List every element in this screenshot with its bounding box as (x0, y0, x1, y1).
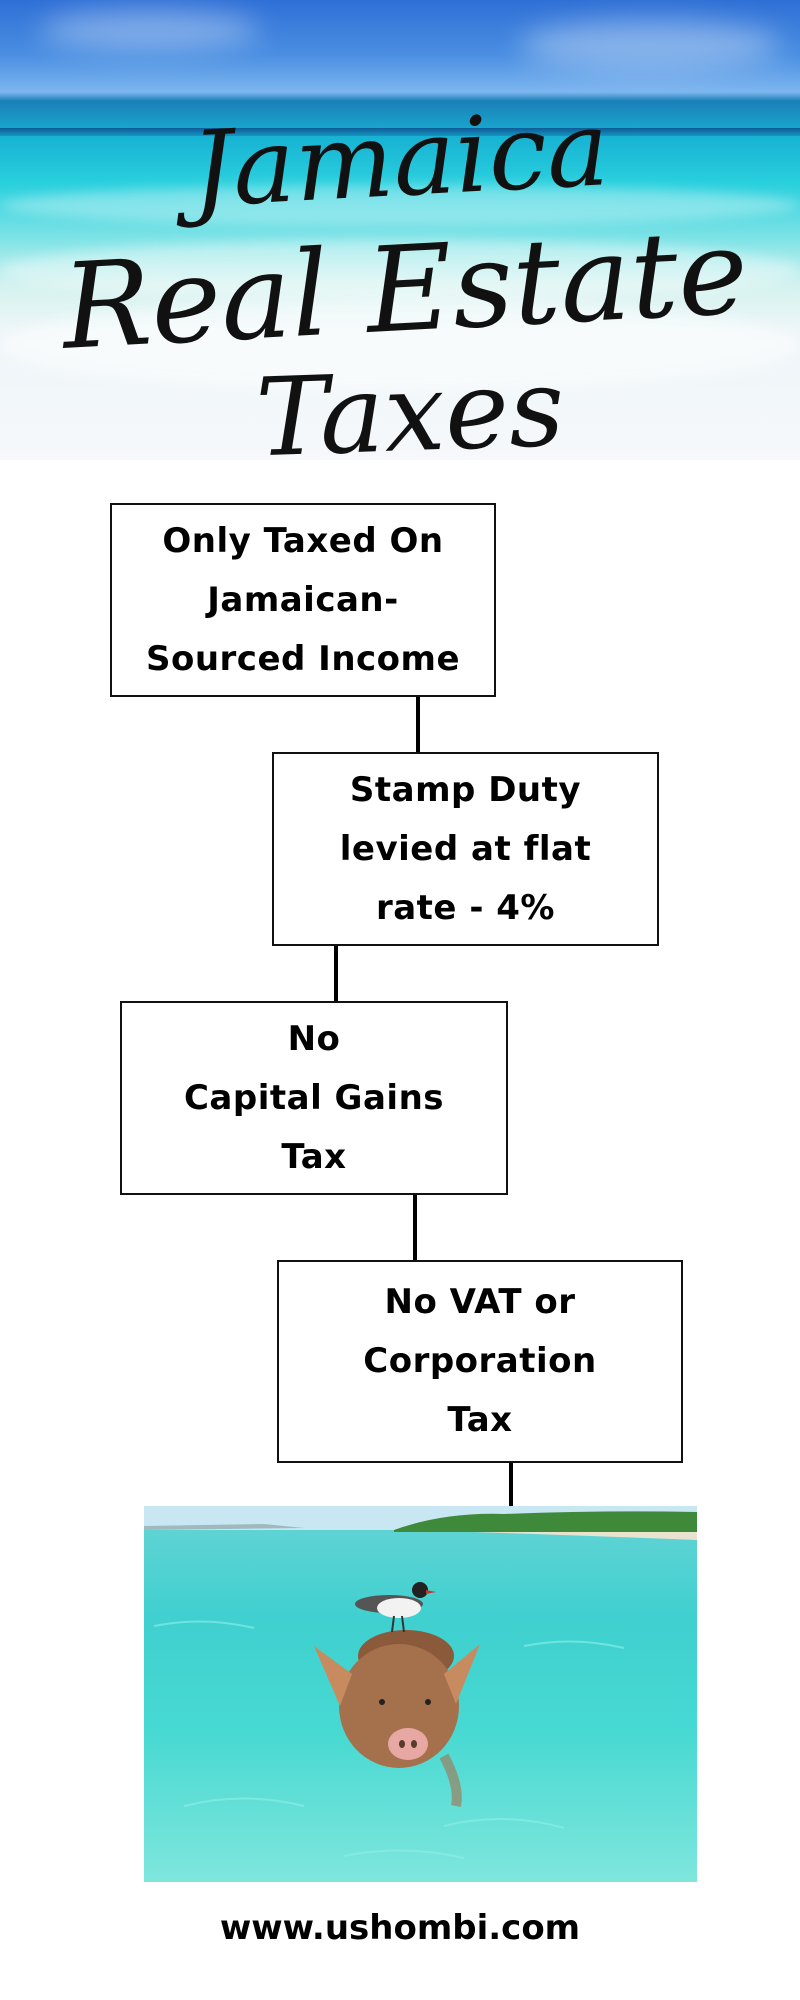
flow-box-capital-gains-line-2: Capital Gains (183, 1077, 445, 1118)
connector-line (416, 697, 420, 752)
flow-box-stamp-duty-line-1: Stamp Duty (349, 769, 582, 810)
page-title: Jamaica Real Estate Taxes (57, 87, 751, 460)
flow-box-stamp-duty-line-3: rate - 4% (375, 887, 556, 928)
connector-line (509, 1463, 513, 1506)
title-line-3: Taxes (254, 346, 566, 460)
flow-box-stamp-duty: Stamp Duty levied at flat rate - 4% (272, 752, 659, 946)
swimming-pig-photo (144, 1506, 697, 1882)
flow-box-stamp-duty-line-2: levied at flat (339, 828, 592, 869)
flow-box-income-line-2: Jamaican- (207, 579, 399, 620)
flow-box-capital-gains-line-1: No (287, 1018, 341, 1059)
flow-box-vat-line-1: No VAT or (384, 1282, 576, 1322)
title-line-1: Jamaica (170, 87, 612, 232)
flow-box-income: Only Taxed On Jamaican- Sourced Income (110, 503, 496, 697)
flow-box-vat-line-3: Tax (447, 1400, 513, 1440)
flow-box-capital-gains: No Capital Gains Tax (120, 1001, 508, 1195)
flow-box-vat: No VAT or Corporation Tax (277, 1260, 683, 1463)
flow-box-income-line-1: Only Taxed On (162, 520, 444, 561)
title-line-2: Real Estate (57, 202, 751, 376)
flow-box-capital-gains-line-3: Tax (281, 1136, 347, 1177)
connector-line (413, 1195, 417, 1260)
website-url[interactable]: www.ushombi.com (219, 1908, 581, 1948)
flow-box-income-line-3: Sourced Income (145, 638, 461, 679)
connector-line (334, 946, 338, 1001)
flow-box-vat-line-2: Corporation (363, 1341, 597, 1381)
hero-beach-image: Jamaica Real Estate Taxes (0, 0, 800, 460)
